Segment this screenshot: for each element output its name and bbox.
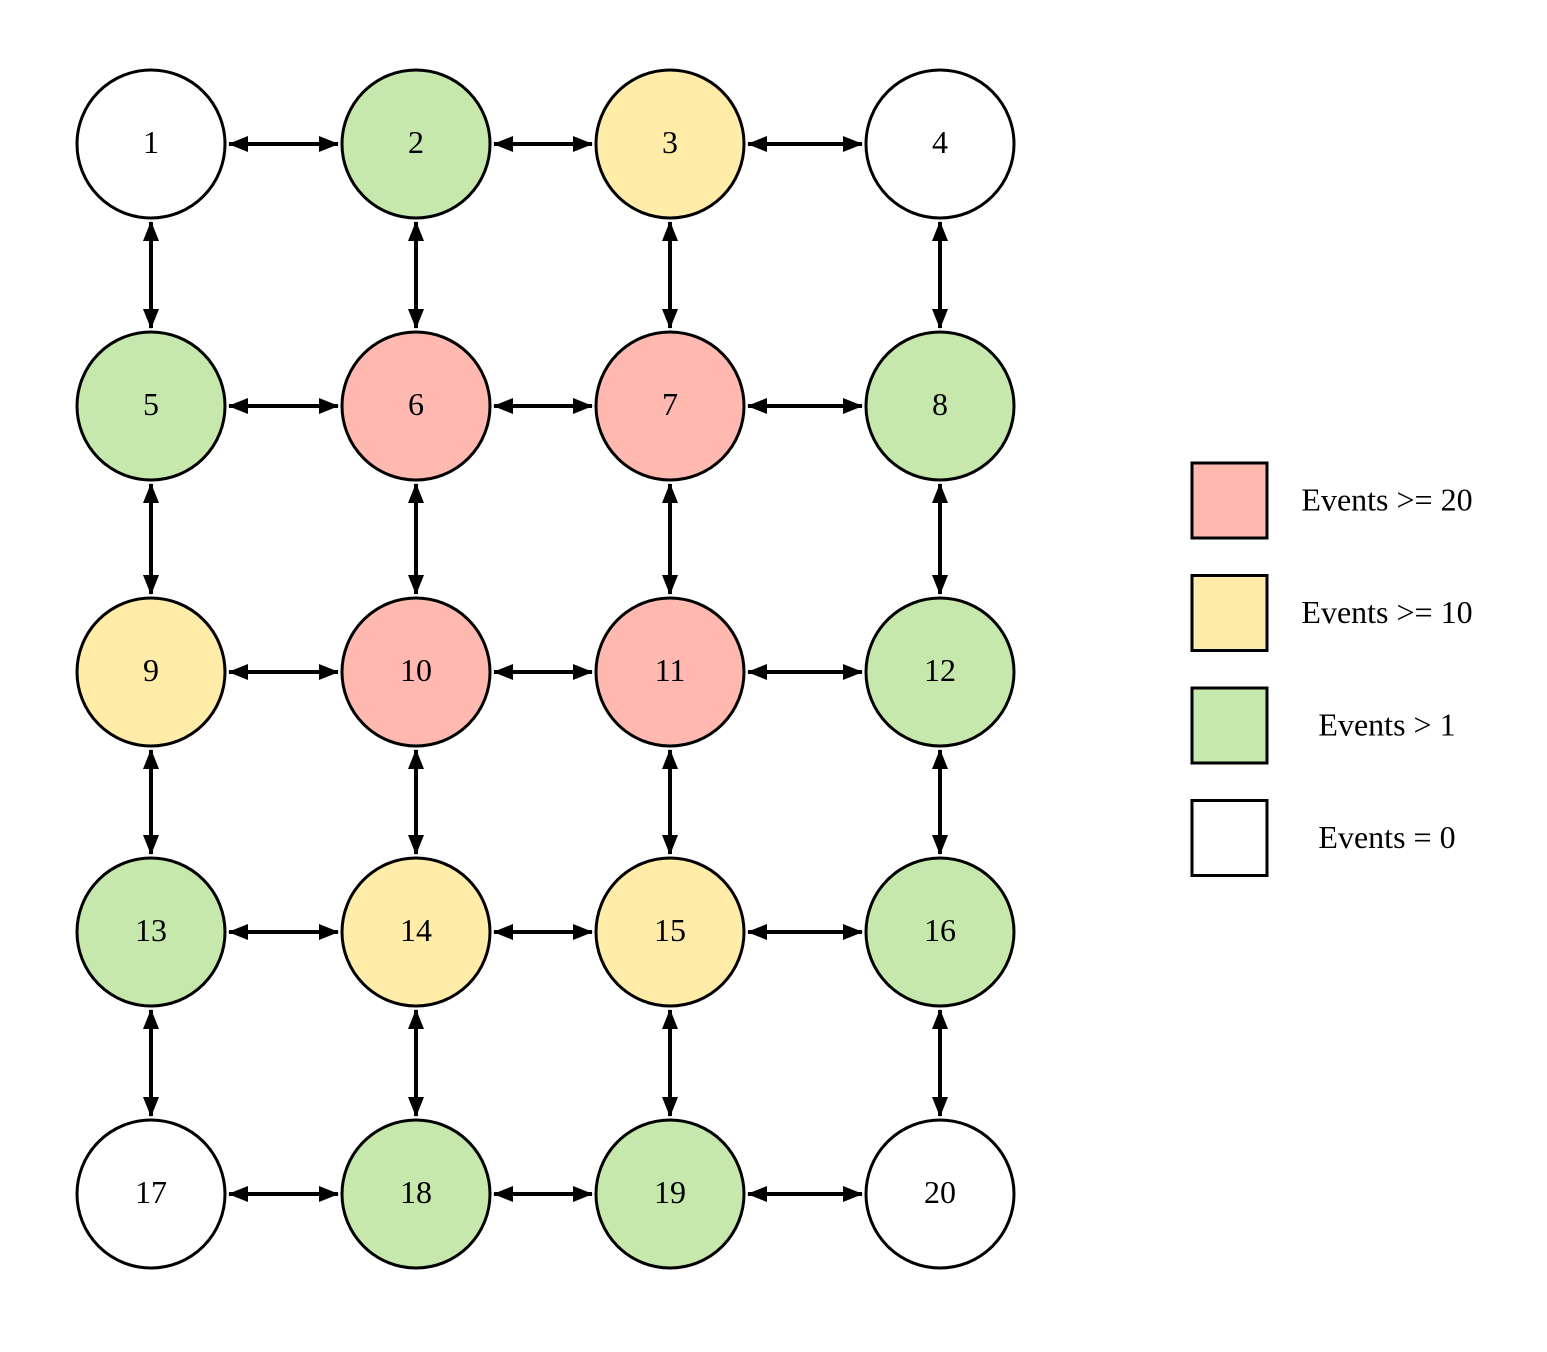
node-4: 4: [864, 68, 1016, 220]
legend-label: Events >= 10: [1301, 594, 1472, 630]
node-7: 7: [594, 330, 746, 482]
node-circle: [864, 596, 1016, 748]
node-circle: [340, 68, 492, 220]
node-label: 7: [662, 386, 678, 422]
legend-item-red: Events >= 20: [1190, 461, 1473, 540]
node-2: 2: [340, 68, 492, 220]
node-label: 9: [143, 652, 159, 688]
node-12: 12: [864, 596, 1016, 748]
node-circle: [594, 330, 746, 482]
node-8: 8: [864, 330, 1016, 482]
node-circle: [75, 856, 227, 1008]
node-label: 4: [932, 124, 948, 160]
node-18: 18: [340, 1118, 492, 1270]
node-6: 6: [340, 330, 492, 482]
node-circle: [864, 68, 1016, 220]
legend-swatch: [1190, 799, 1269, 877]
node-label: 3: [662, 124, 678, 160]
legend: Events >= 20 Events >= 10 Events > 1 Events…: [1190, 461, 1473, 877]
node-label: 1: [143, 124, 159, 160]
legend-item-green: Events > 1: [1190, 686, 1456, 765]
legend-swatch: [1190, 574, 1269, 652]
legend-item-white: Events = 0: [1190, 799, 1456, 877]
node-14: 14: [340, 856, 492, 1008]
node-circle: [75, 596, 227, 748]
node-circle: [75, 68, 227, 220]
node-label: 6: [408, 386, 424, 422]
node-circle: [75, 1118, 227, 1270]
node-label: 16: [924, 912, 956, 948]
edges-layer: [143, 136, 948, 1202]
node-19: 19: [594, 1118, 746, 1270]
node-label: 13: [135, 912, 167, 948]
node-circle: [75, 330, 227, 482]
node-1: 1: [75, 68, 227, 220]
node-label: 10: [400, 652, 432, 688]
node-10: 10: [340, 596, 492, 748]
node-circle: [340, 330, 492, 482]
legend-label: Events >= 20: [1301, 482, 1472, 518]
node-circle: [594, 1118, 746, 1270]
node-label: 20: [924, 1174, 956, 1210]
node-circle: [864, 330, 1016, 482]
node-5: 5: [75, 330, 227, 482]
legend-item-yellow: Events >= 10: [1190, 574, 1473, 652]
node-label: 8: [932, 386, 948, 422]
node-label: 19: [654, 1174, 686, 1210]
legend-swatch: [1190, 461, 1269, 540]
node-3: 3: [594, 68, 746, 220]
legend-label: Events > 1: [1318, 707, 1455, 743]
node-label: 15: [654, 912, 686, 948]
node-label: 5: [143, 386, 159, 422]
node-circle: [594, 68, 746, 220]
node-label: 17: [135, 1174, 167, 1210]
legend-swatch: [1190, 686, 1269, 765]
node-circle: [864, 856, 1016, 1008]
node-circle: [594, 856, 746, 1008]
node-11: 11: [594, 596, 746, 748]
node-label: 18: [400, 1174, 432, 1210]
node-label: 12: [924, 652, 956, 688]
node-circle: [340, 596, 492, 748]
legend-label: Events = 0: [1318, 819, 1455, 855]
node-circle: [340, 856, 492, 1008]
node-13: 13: [75, 856, 227, 1008]
node-9: 9: [75, 596, 227, 748]
node-15: 15: [594, 856, 746, 1008]
node-label: 11: [655, 652, 686, 688]
node-circle: [340, 1118, 492, 1270]
node-circle: [594, 596, 746, 748]
node-label: 14: [400, 912, 432, 948]
node-circle: [864, 1118, 1016, 1270]
node-17: 17: [75, 1118, 227, 1270]
node-label: 2: [408, 124, 424, 160]
node-16: 16: [864, 856, 1016, 1008]
node-20: 20: [864, 1118, 1016, 1270]
